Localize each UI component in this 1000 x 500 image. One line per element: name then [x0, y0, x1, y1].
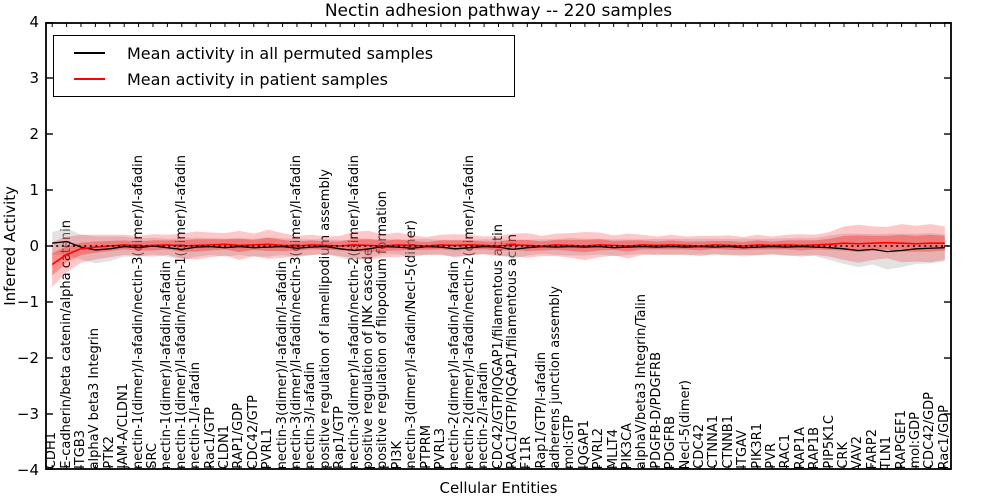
- y-tick-label: 3: [29, 69, 39, 87]
- x-axis-label: Cellular Entities: [439, 479, 558, 497]
- y-tick-label: 4: [29, 13, 39, 31]
- legend-entry-patient: Mean activity in patient samples: [54, 70, 514, 89]
- chart-canvas: [45, 22, 952, 470]
- y-tick-label: −4: [16, 461, 39, 479]
- y-tick-label: −3: [16, 405, 39, 423]
- y-tick-label: −2: [16, 349, 39, 367]
- y-tick-label: 1: [29, 181, 39, 199]
- chart-title: Nectin adhesion pathway -- 220 samples: [324, 1, 673, 21]
- y-tick-label: −1: [16, 293, 39, 311]
- permuted-band: [52, 228, 945, 270]
- legend-label-patient: Mean activity in patient samples: [127, 69, 388, 89]
- patient-band-outer: [52, 224, 945, 287]
- axes-frame: [45, 22, 952, 470]
- plot-area: [45, 22, 952, 470]
- legend: Mean activity in all permuted samples Me…: [53, 35, 515, 97]
- legend-label-permuted: Mean activity in all permuted samples: [127, 43, 434, 63]
- y-tick-label: 2: [29, 125, 39, 143]
- y-tick-label: 0: [29, 237, 39, 255]
- legend-line-sample-patient-icon: [74, 78, 105, 80]
- legend-line-sample-permuted-icon: [74, 52, 105, 54]
- legend-entry-permuted: Mean activity in all permuted samples: [54, 44, 514, 63]
